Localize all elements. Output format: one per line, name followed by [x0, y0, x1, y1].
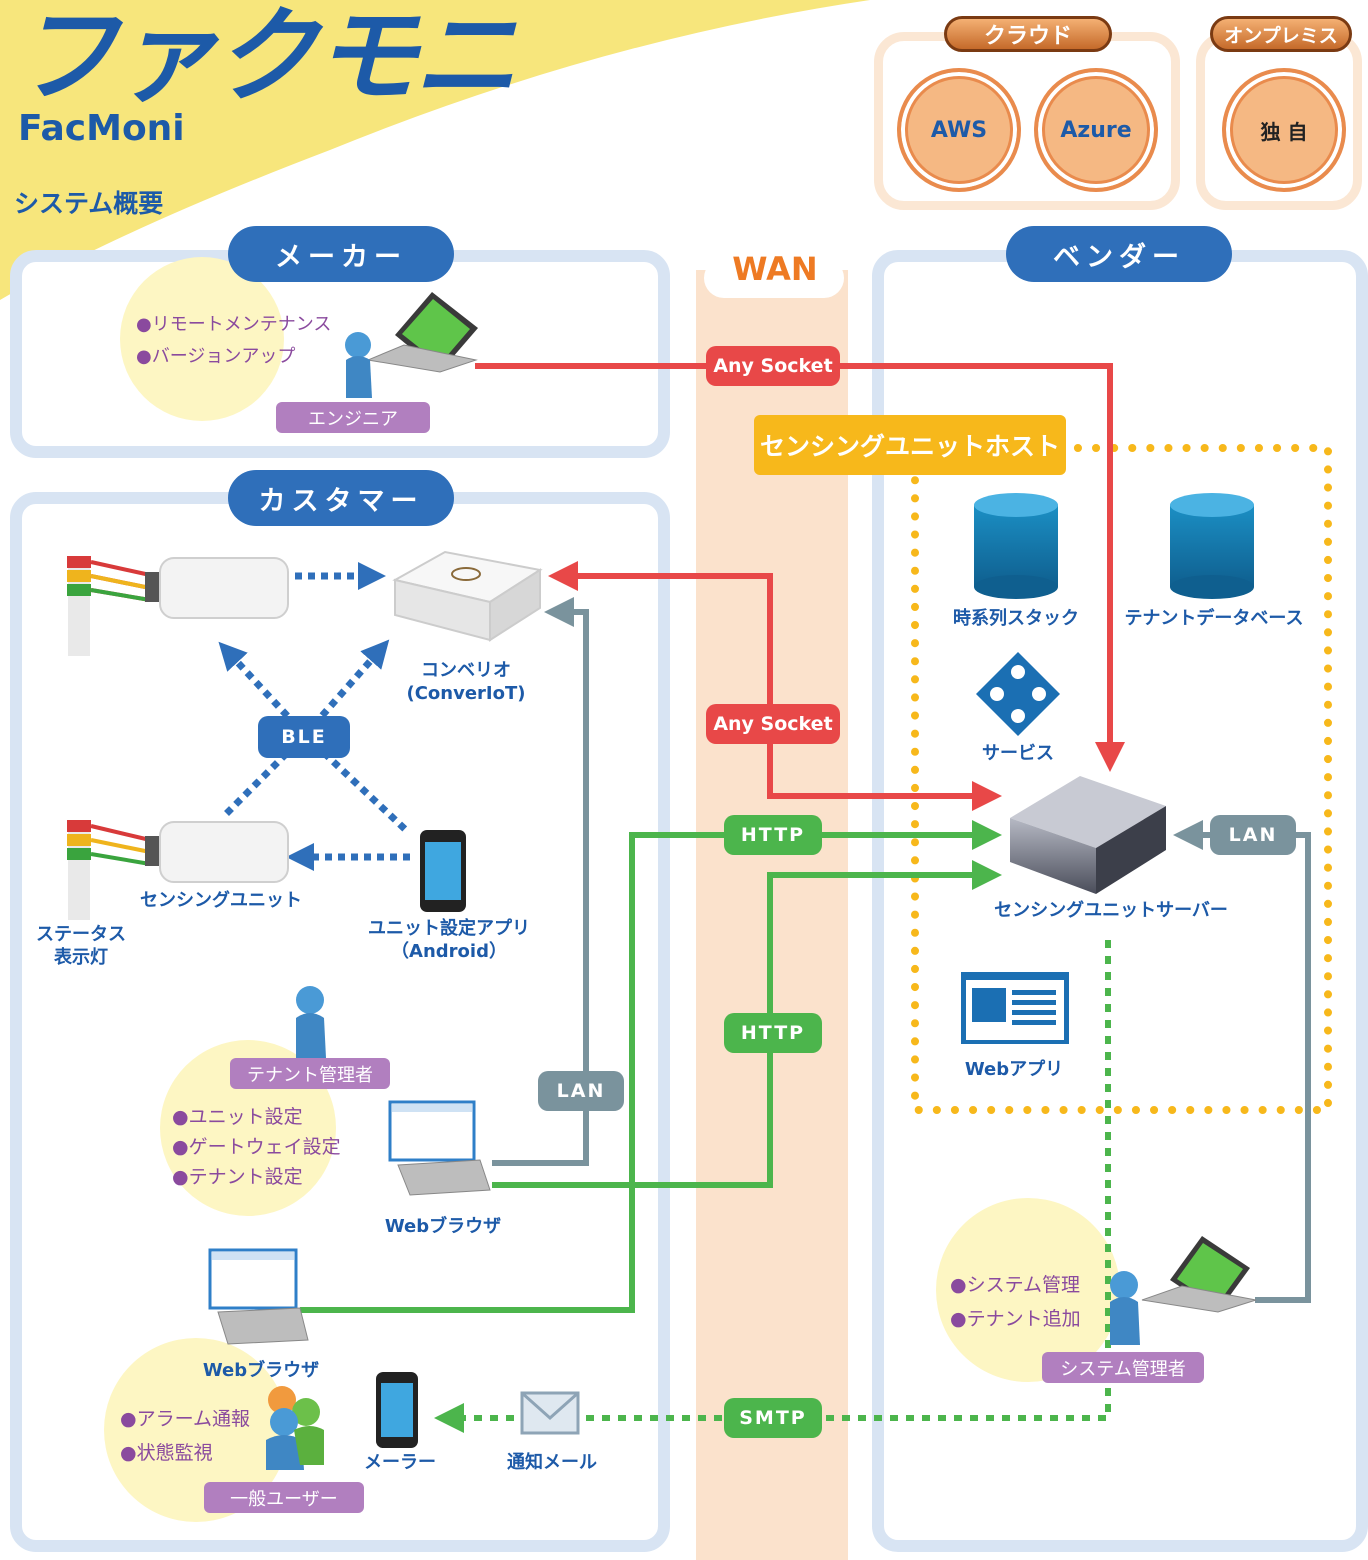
cloud-badge: クラウド	[944, 16, 1112, 52]
timeseries-db-icon	[974, 493, 1058, 599]
tenant-admin-person-icon	[296, 986, 326, 1058]
wan-label: WAN	[732, 250, 818, 288]
sensing-unit-icon-1	[145, 557, 289, 619]
general-user-browser-label: Webブラウザ	[202, 1360, 320, 1381]
sysadmin-person-icon	[1110, 1271, 1140, 1345]
smartphone-icon-mailer	[376, 1372, 418, 1448]
tenant-admin-browser-icon	[388, 1100, 491, 1196]
tenant-db-icon	[1170, 493, 1254, 599]
host-boundary	[911, 444, 1332, 1114]
lan-vendor-label: LAN	[1210, 815, 1296, 855]
server-icon	[1010, 776, 1166, 894]
maker-bubble	[120, 257, 284, 421]
host-title: センシングユニットホスト	[754, 415, 1066, 475]
server-label: センシングユニットサーバー	[994, 900, 1228, 921]
webapp-icon	[961, 972, 1069, 1044]
smtp-label: SMTP	[724, 1398, 822, 1438]
customer-zone	[10, 492, 670, 1552]
aws-circle: AWS	[897, 68, 1021, 192]
timeseries-label: 時系列スタック	[953, 608, 1079, 629]
general-user-bullet-1: ●アラーム通報	[120, 1408, 251, 1430]
vendor-title: ベンダー	[1006, 226, 1232, 282]
wan-cloud-icon	[704, 204, 844, 298]
maker-title: メーカー	[228, 226, 454, 282]
tenant-admin-bullet-3: ●テナント設定	[172, 1166, 303, 1188]
service-icon	[976, 652, 1060, 736]
http-label-1: HTTP	[724, 815, 822, 855]
customer-title: カスタマー	[228, 470, 454, 526]
tenant-admin-bullet-1: ●ユニット設定	[172, 1106, 303, 1128]
onpremise-badge: オンプレミス	[1210, 16, 1352, 52]
sysadmin-laptop-icon	[1141, 1236, 1257, 1313]
sysadmin-bubble	[936, 1198, 1120, 1382]
onpremise-circle: 独 自	[1222, 68, 1346, 192]
ble-label: BLE	[258, 716, 350, 758]
status-light-label-2: 表示灯	[54, 947, 108, 968]
lan-customer-label: LAN	[538, 1071, 624, 1111]
tenant-admin-bullet-2: ●ゲートウェイ設定	[172, 1136, 341, 1158]
smartphone-icon-app	[420, 830, 466, 912]
header-banner	[0, 0, 870, 300]
webapp-label: Webアプリ	[964, 1059, 1064, 1080]
general-user-bullet-2: ●状態監視	[120, 1442, 213, 1464]
maker-zone	[10, 250, 670, 458]
brand-title: ファクモニ	[14, 0, 518, 117]
engineer-role: エンジニア	[276, 402, 430, 433]
tenant-admin-browser-label: Webブラウザ	[384, 1216, 502, 1237]
general-user-browser-icon	[208, 1248, 309, 1345]
engineer-laptop-icon	[366, 292, 478, 373]
app-label-1: ユニット設定アプリ	[368, 918, 530, 939]
http-label-2: HTTP	[724, 1013, 822, 1053]
app-label-2: （Android）	[391, 941, 507, 962]
tenant-db-label: テナントデータベース	[1124, 608, 1304, 629]
status-light-icon-2	[67, 820, 151, 920]
tenant-admin-role: テナント管理者	[230, 1058, 390, 1089]
maker-bullet-2: ●バージョンアップ	[136, 346, 296, 367]
notify-mail-label: 通知メール	[507, 1452, 597, 1473]
sensing-unit-label: センシングユニット	[140, 890, 302, 911]
brand-subtitle: FacMoni	[18, 108, 185, 149]
sysadmin-bullet-2: ●テナント追加	[950, 1308, 1081, 1330]
sysadmin-role: システム管理者	[1042, 1352, 1204, 1383]
general-user-group-icon	[266, 1386, 324, 1470]
sensing-unit-icon-2	[145, 821, 289, 883]
mailer-label: メーラー	[364, 1452, 436, 1473]
general-user-role: 一般ユーザー	[204, 1482, 364, 1513]
service-label: サービス	[982, 743, 1054, 764]
sysadmin-bullet-1: ●システム管理	[950, 1274, 1081, 1296]
gateway-icon	[392, 550, 543, 642]
engineer-person-icon	[345, 332, 372, 398]
status-light-label-1: ステータス	[36, 924, 126, 945]
gateway-label-1: コンベリオ	[421, 660, 511, 681]
overview-heading: システム概要	[14, 189, 164, 218]
status-light-icon-1	[67, 556, 151, 656]
any-socket-top-label: Any Socket	[706, 346, 840, 386]
mail-icon	[520, 1391, 580, 1435]
any-socket-mid-label: Any Socket	[706, 704, 840, 744]
general-user-bubble	[104, 1338, 288, 1522]
maker-bullet-1: ●リモートメンテナンス	[136, 314, 332, 335]
gateway-label-2: (ConverIoT)	[406, 683, 526, 704]
azure-circle: Azure	[1034, 68, 1158, 192]
